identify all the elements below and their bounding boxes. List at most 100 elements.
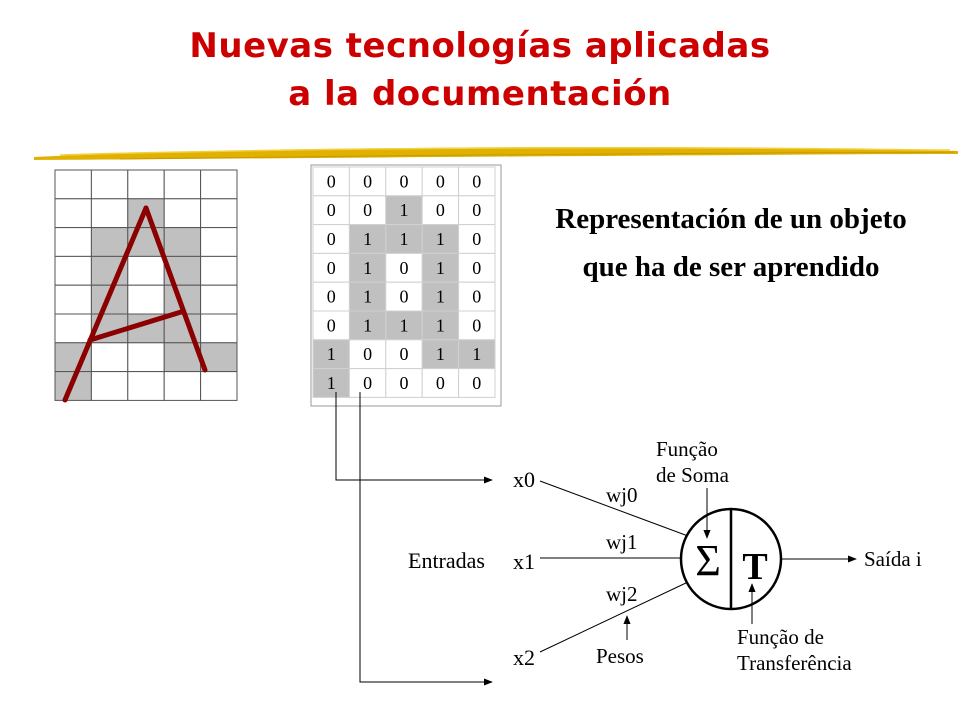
- pixel-cell: [200, 169, 238, 200]
- pixel-cell: [163, 371, 202, 401]
- matrix-value: 0: [436, 171, 445, 191]
- pixel-cell: [54, 313, 92, 344]
- matrix-cell: [458, 252, 496, 283]
- pixel-cell: [54, 227, 92, 257]
- pixel-cell: [90, 198, 129, 229]
- matrix-value: 0: [472, 171, 481, 191]
- transfer-symbol: T: [742, 546, 767, 588]
- pixel-cell: [163, 198, 202, 229]
- matrix-cell: [348, 281, 387, 312]
- weight-wj0-label: wj0: [606, 483, 638, 507]
- matrix-value: 1: [327, 344, 336, 364]
- matrix-value: 1: [436, 229, 445, 249]
- output-label: Saída i: [864, 547, 922, 571]
- matrix-value: 0: [363, 344, 372, 364]
- matrix-value: 0: [472, 315, 481, 335]
- matrix-cell: [348, 166, 387, 197]
- connector-to-x2: [359, 392, 493, 686]
- pixel-cell: [200, 342, 238, 373]
- matrix-value: 1: [472, 344, 481, 364]
- neuron-unit: Σ T: [679, 507, 783, 611]
- letter-a-stroke: [87, 309, 184, 343]
- input-x1-label: x1: [513, 549, 535, 574]
- matrix-value: 0: [363, 373, 372, 393]
- matrix-cell: [312, 166, 350, 197]
- matrix-value: 0: [400, 171, 409, 191]
- sum-function-label-line-1: Função: [656, 437, 718, 461]
- matrix-value: 0: [327, 171, 336, 191]
- pixel-cell: [127, 371, 165, 401]
- matrix-value: 0: [472, 287, 481, 307]
- transfer-function-label-line-1: Função de: [737, 625, 824, 649]
- matrix-cell: [312, 339, 350, 370]
- matrix-value: 0: [363, 200, 372, 220]
- sum-symbol: Σ: [695, 536, 721, 585]
- matrix-cell: [348, 195, 387, 226]
- pixel-cell: [54, 169, 92, 200]
- weight-line-2: [539, 581, 689, 653]
- inputs-label: Entradas: [408, 548, 485, 573]
- connector-to-x0: [335, 392, 493, 484]
- matrix-cell: [348, 224, 387, 254]
- matrix-value: 1: [400, 200, 409, 220]
- matrix-value: 0: [327, 200, 336, 220]
- pixel-cell: [200, 284, 238, 315]
- title-line-1: Nuevas tecnologías aplicadas: [189, 26, 771, 66]
- matrix-value: 1: [363, 315, 372, 335]
- pixel-cell: [127, 169, 165, 200]
- subtitle-line-1: Representación de un objeto: [555, 203, 907, 235]
- matrix-value: 1: [436, 258, 445, 278]
- matrix-value: 0: [400, 287, 409, 307]
- matrix-cell: [385, 339, 423, 370]
- matrix-value: 0: [327, 315, 336, 335]
- matrix-cell: [385, 252, 423, 283]
- input-x0-label: x0: [513, 467, 535, 492]
- pixel-cell: [200, 371, 238, 401]
- subtitle-line-2: que ha de ser aprendido: [582, 251, 880, 283]
- matrix-cell: [458, 224, 496, 254]
- matrix-cell: [385, 195, 423, 226]
- matrix-cell: [385, 224, 423, 254]
- matrix-value: 1: [436, 344, 445, 364]
- matrix-cell: [348, 339, 387, 370]
- matrix-value: 1: [363, 229, 372, 249]
- matrix-cell: [385, 166, 423, 197]
- pixel-cell: [200, 198, 238, 229]
- pixel-cell: [90, 342, 129, 373]
- matrix-value: 0: [472, 258, 481, 278]
- matrix-cell: [312, 368, 350, 398]
- matrix-value: 0: [400, 373, 409, 393]
- matrix-cell: [348, 368, 387, 398]
- title-underline-stroke: [34, 147, 958, 160]
- pixel-cell: [90, 371, 129, 401]
- letter-a-pixel-grid: [54, 169, 238, 403]
- pixel-cell: [127, 284, 165, 315]
- pixel-cell: [90, 227, 129, 257]
- pixel-cell: [127, 255, 165, 286]
- matrix-value: 0: [327, 258, 336, 278]
- matrix-value: 1: [436, 315, 445, 335]
- weight-wj1-label: wj1: [606, 530, 638, 554]
- matrix-value: 0: [472, 200, 481, 220]
- matrix-value: 0: [327, 229, 336, 249]
- matrix-value: 1: [400, 229, 409, 249]
- matrix-value: 0: [363, 171, 372, 191]
- pixel-cell: [163, 169, 202, 200]
- pixel-cell: [200, 227, 238, 257]
- matrix-cell: [421, 166, 460, 197]
- pixel-cell: [54, 198, 92, 229]
- matrix-cell: [312, 252, 350, 283]
- matrix-cell: [458, 368, 496, 398]
- matrix-value: 0: [400, 344, 409, 364]
- matrix-cell: [458, 339, 496, 370]
- matrix-value: 0: [436, 373, 445, 393]
- title-line-2: a la documentación: [288, 74, 672, 114]
- letter-a-stroke: [143, 205, 208, 373]
- pixel-cell: [200, 255, 238, 286]
- matrix-value: 1: [327, 373, 336, 393]
- matrix-cell: [458, 195, 496, 226]
- matrix-value: 0: [400, 258, 409, 278]
- matrix-value: 0: [436, 200, 445, 220]
- weight-wj2-label: wj2: [606, 582, 638, 606]
